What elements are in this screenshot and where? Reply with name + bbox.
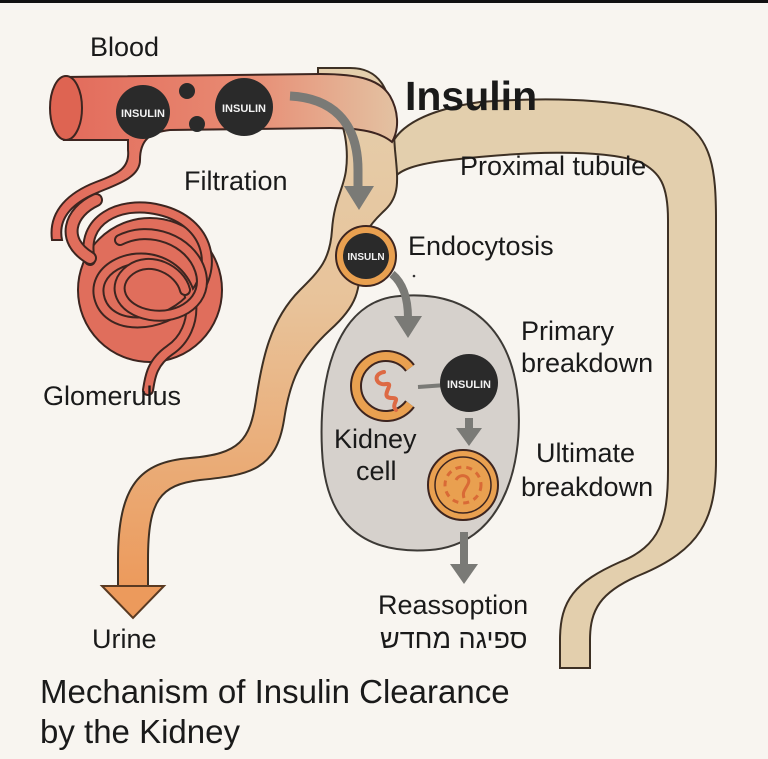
reabsorption-arrow-head bbox=[450, 564, 478, 584]
label-primary-breakdown-1: Primary bbox=[521, 316, 614, 346]
label-ultimate-breakdown-1: Ultimate bbox=[536, 438, 635, 468]
small-molecule bbox=[189, 116, 205, 132]
breakdown-arrow-head bbox=[456, 428, 482, 446]
kidney-cell bbox=[320, 294, 520, 552]
label-blood: Blood bbox=[90, 32, 159, 62]
small-molecule bbox=[179, 83, 195, 99]
label-reabsorption: Reassoption bbox=[378, 590, 528, 620]
svg-text:INSULN: INSULN bbox=[347, 252, 384, 263]
title-line-1: Mechanism of Insulin Clearance bbox=[40, 673, 510, 710]
label-insulin-heading: Insulin bbox=[405, 73, 537, 119]
cell-insulin: INSULIN bbox=[440, 354, 498, 412]
diagram-title: Mechanism of Insulin Clearance by the Ki… bbox=[40, 672, 680, 752]
label-filtration: Filtration bbox=[184, 166, 288, 196]
degraded-insulin bbox=[427, 449, 499, 521]
label-kidney-cell-1: Kidney bbox=[334, 424, 417, 454]
label-glomerulus: Glomerulus bbox=[43, 381, 181, 411]
label-proximal-tubule: Proximal tubule bbox=[460, 151, 646, 181]
blood-insulin-2: INSULIN bbox=[215, 78, 273, 136]
endocytosed-insulin: INSULN bbox=[335, 225, 397, 287]
label-urine: Urine bbox=[92, 624, 157, 654]
glomerulus bbox=[64, 193, 223, 396]
urine-arrow bbox=[99, 585, 167, 620]
vessel-opening bbox=[49, 75, 83, 141]
endocytosis-arrow bbox=[389, 270, 412, 319]
label-ultimate-breakdown-2: breakdown bbox=[521, 472, 653, 502]
lysosome bbox=[350, 350, 415, 422]
endocytosis-arrow-head bbox=[394, 316, 422, 338]
label-primary-breakdown-2: breakdown bbox=[521, 348, 653, 378]
filtration-arrow bbox=[289, 91, 363, 188]
svg-text:INSULIN: INSULIN bbox=[222, 103, 266, 115]
svg-text:INSULIN: INSULIN bbox=[121, 108, 165, 120]
label-kidney-cell-2: cell bbox=[356, 456, 397, 486]
title-line-2: by the Kidney bbox=[40, 713, 240, 750]
proximal-tubule bbox=[388, 98, 717, 669]
dot bbox=[412, 274, 416, 278]
label-reabsorption-hebrew: ספיגה מחדש bbox=[380, 624, 527, 654]
label-endocytosis: Endocytosis bbox=[408, 231, 554, 261]
blood-insulin-1: INSULIN bbox=[116, 85, 170, 139]
svg-text:INSULIN: INSULIN bbox=[447, 379, 491, 391]
top-border bbox=[0, 0, 768, 3]
filtration-arrow-head bbox=[344, 186, 374, 210]
